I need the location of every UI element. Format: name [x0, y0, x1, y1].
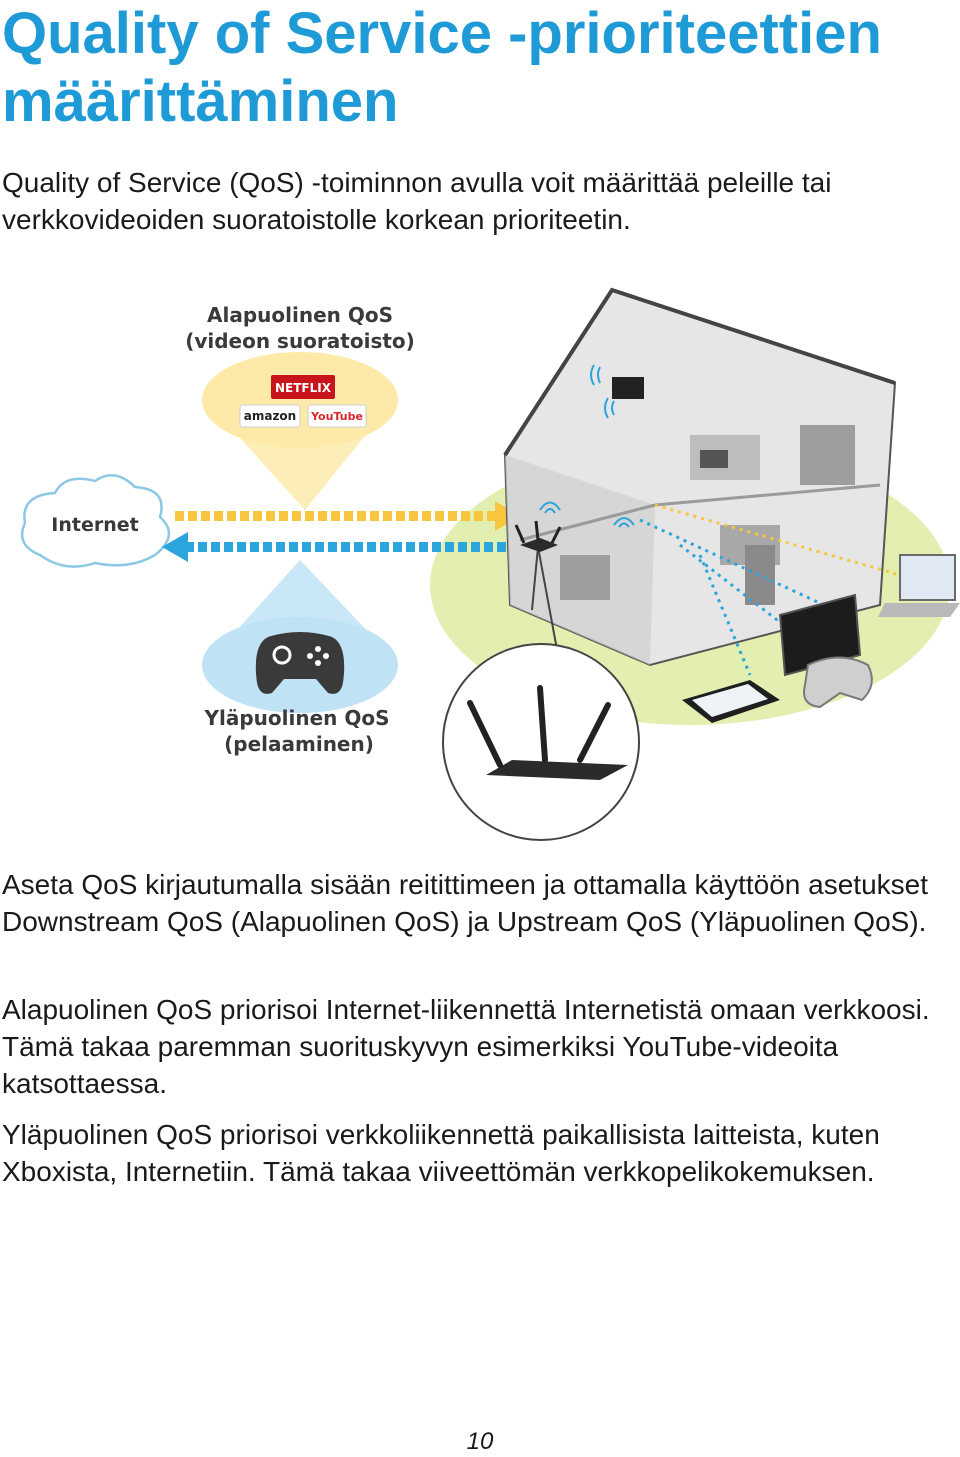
youtube-logo: YouTube: [307, 404, 367, 428]
page-title: Quality of Service -prioriteettien määri…: [2, 1, 882, 134]
netflix-logo: NETFLIX: [271, 375, 335, 399]
upstream-label-1: Yläpuolinen QoS: [204, 706, 390, 730]
svg-text:amazon: amazon: [244, 409, 296, 423]
svg-text:NETFLIX: NETFLIX: [275, 381, 332, 395]
upstream-arrow: [162, 532, 510, 562]
tv-icon: [778, 593, 862, 677]
internet-cloud: Internet: [20, 474, 170, 568]
svg-text:YouTube: YouTube: [310, 410, 363, 423]
tablet-icon: [682, 680, 780, 723]
qos-illustration: Alapuolinen QoS (videon suoratoisto) NET…: [0, 255, 960, 845]
internet-label: Internet: [51, 514, 138, 536]
laptop-icon: [878, 554, 960, 617]
amazon-logo: amazon: [239, 404, 301, 428]
qos-setup-paragraph: Aseta QoS kirjautumalla sisään reitittim…: [2, 869, 929, 937]
gamepad-icon: [255, 632, 345, 694]
downstream-bubble: [202, 352, 398, 448]
downstream-label-2: (videon suoratoisto): [185, 329, 415, 353]
router-icon: [514, 520, 562, 552]
intro-paragraph: Quality of Service (QoS) -toiminnon avul…: [2, 167, 832, 235]
wifi-icon: [539, 364, 635, 528]
router-zoom: [442, 546, 640, 841]
upstream-paragraph: Yläpuolinen QoS priorisoi verkkoliikenne…: [2, 1119, 880, 1187]
upstream-label-2: (pelaaminen): [224, 732, 374, 756]
house: [503, 287, 897, 667]
page-number: 10: [466, 1428, 494, 1455]
downstream-label-1: Alapuolinen QoS: [207, 303, 393, 327]
controller-icon: [803, 656, 873, 709]
device-links: [639, 503, 901, 676]
downstream-paragraph: Alapuolinen QoS priorisoi Internet-liike…: [2, 994, 930, 1099]
